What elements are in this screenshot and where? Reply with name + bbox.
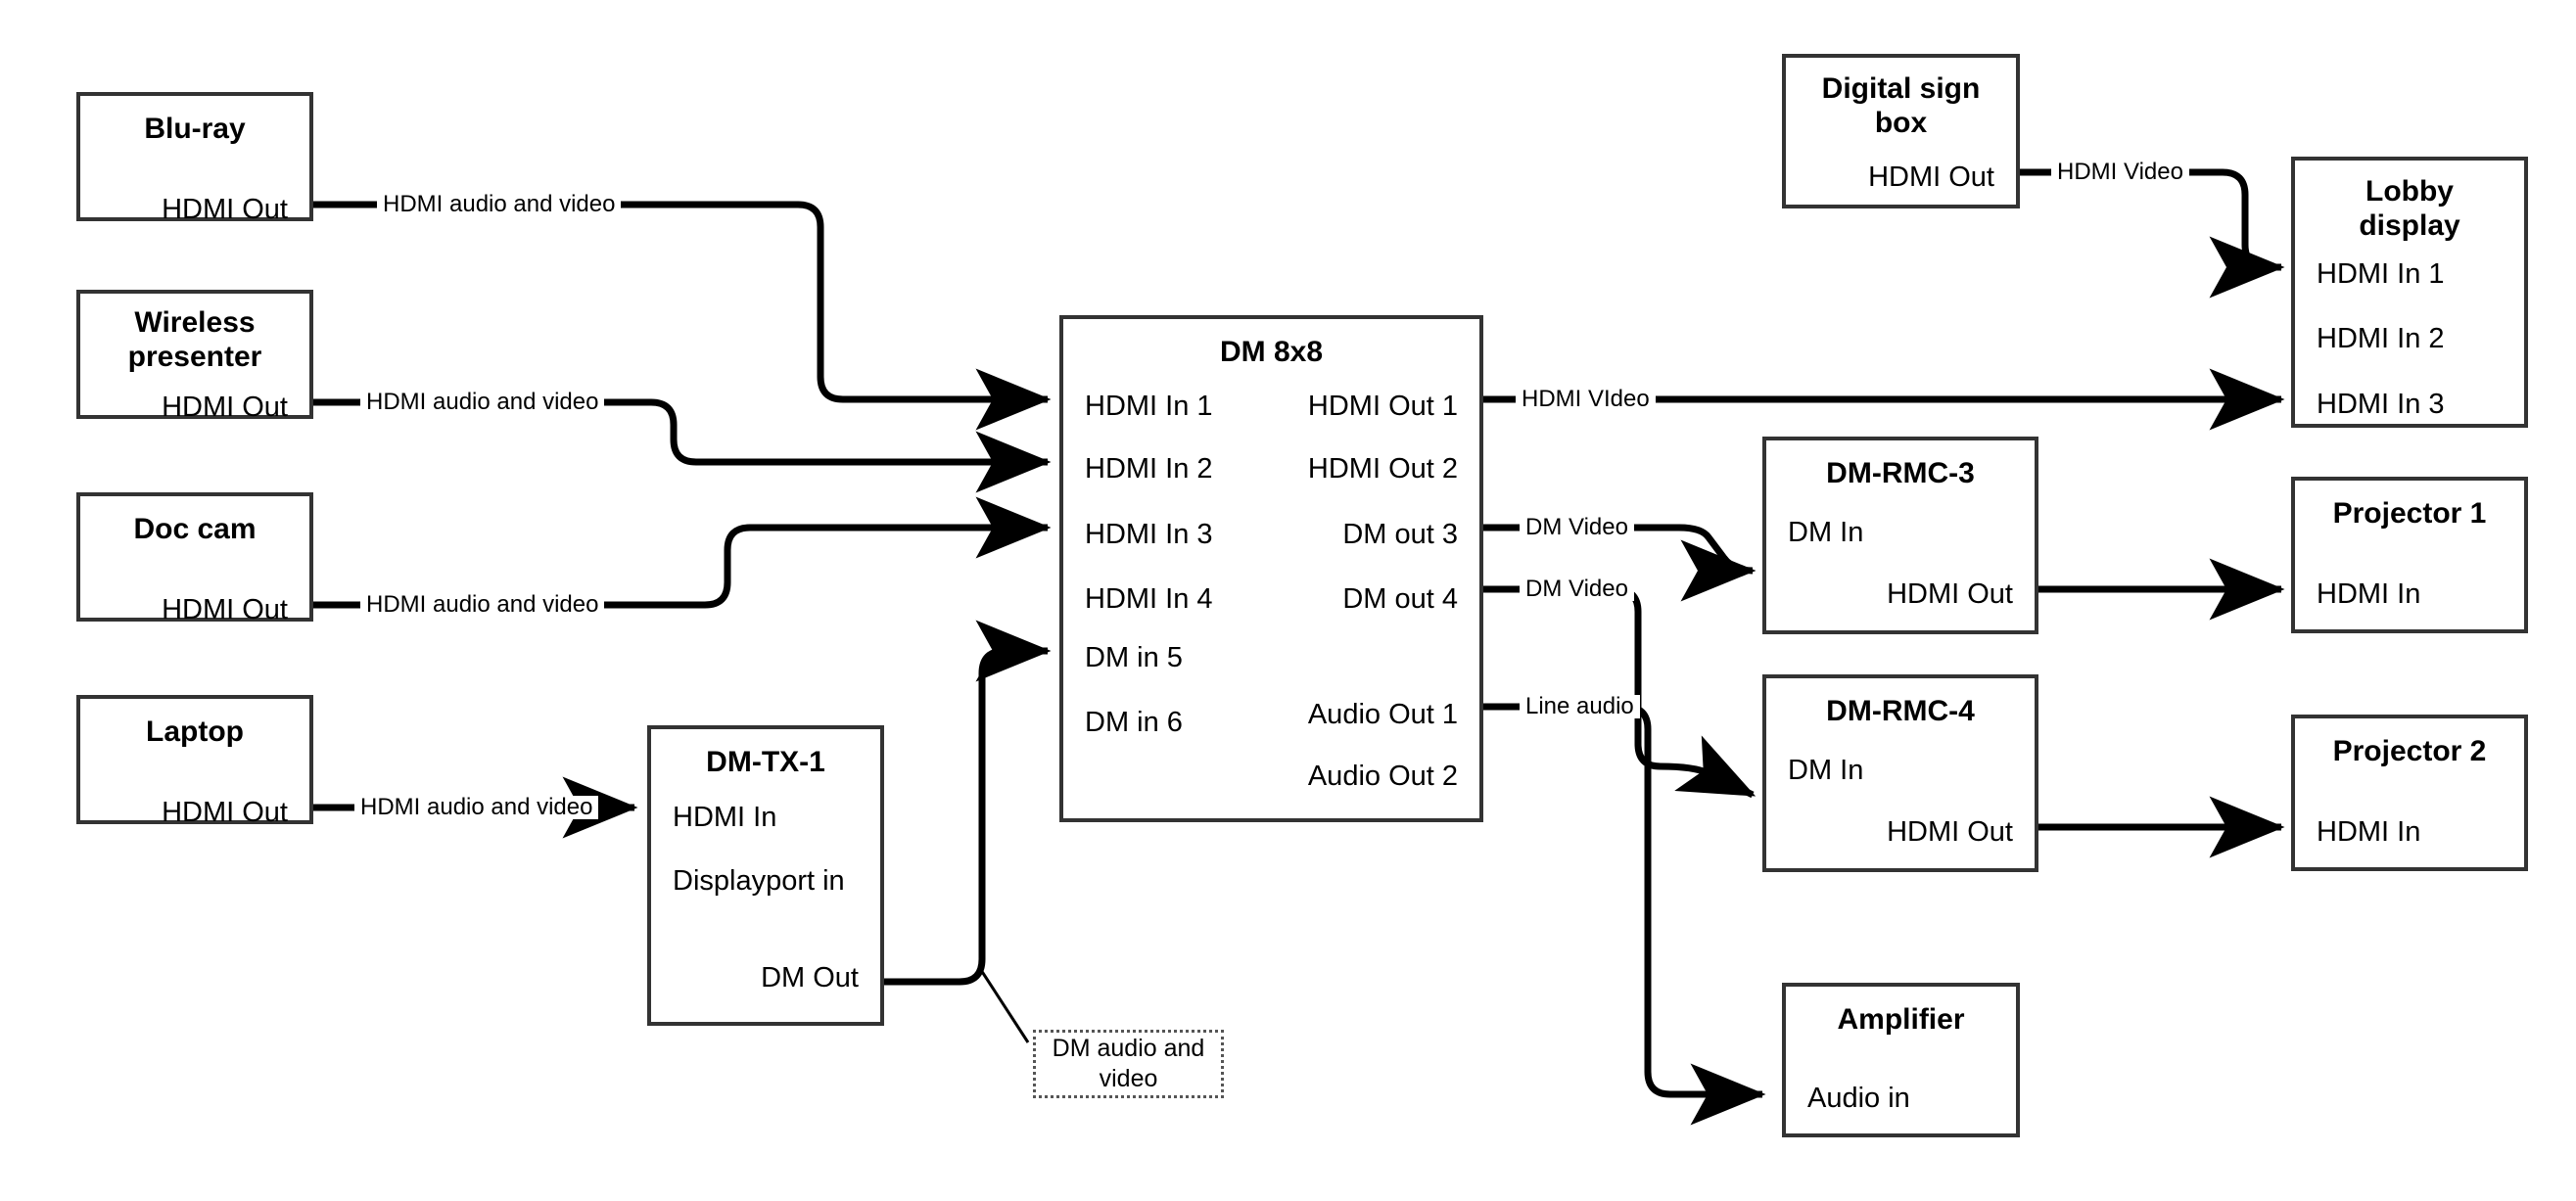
- edge-label-dm-out-4-to-rmc4: DM Video: [1520, 577, 1634, 601]
- node-digital-sign-box-port-hdmi-out: HDMI Out: [1868, 162, 1994, 193]
- node-dm-8x8-title: DM 8x8: [1219, 336, 1324, 368]
- node-dm-8x8-output-audio-out-2: Audio Out 2: [1307, 761, 1458, 792]
- node-lobby-display[interactable]: Lobby display HDMI In 1 HDMI In 2 HDMI I…: [2291, 157, 2528, 428]
- node-dm-rmc-4-title: DM-RMC-4: [1826, 695, 1975, 727]
- node-wireless-presenter-title: Wireless presenter: [127, 306, 262, 374]
- edge-label-wireless-to-hdmi-in-2: HDMI audio and video: [360, 391, 605, 414]
- node-bluray-port-hdmi-out: HDMI Out: [162, 194, 288, 225]
- node-projector-1[interactable]: Projector 1 HDMI In: [2291, 477, 2528, 633]
- node-laptop[interactable]: Laptop HDMI Out: [76, 695, 313, 828]
- wire-audio-out-1-to-amplifier: [1483, 703, 1766, 1126]
- node-dm-rmc-4-port-dm-in: DM In: [1788, 755, 1864, 786]
- node-dm-8x8-output-dm-out-3: DM out 3: [1342, 519, 1458, 550]
- node-lobby-display-port-hdmi-in-2: HDMI In 2: [2317, 323, 2445, 354]
- node-dm-8x8-input-dm-in-5: DM in 5: [1085, 642, 1183, 673]
- node-dm-8x8-output-hdmi-out-2: HDMI Out 2: [1307, 453, 1458, 485]
- node-doc-cam-title: Doc cam: [133, 513, 257, 545]
- node-dm-tx-1-port-hdmi-in: HDMI In: [673, 802, 777, 833]
- node-doc-cam[interactable]: Doc cam HDMI Out: [76, 492, 313, 625]
- node-dm-rmc-4-port-hdmi-out: HDMI Out: [1887, 816, 2013, 848]
- node-dm-tx-1[interactable]: DM-TX-1 HDMI In Displayport in DM Out: [647, 725, 884, 1026]
- node-wireless-presenter-port-hdmi-out: HDMI Out: [162, 392, 288, 423]
- node-laptop-port-hdmi-out: HDMI Out: [162, 797, 288, 828]
- edge-label-dm-out-3-to-rmc3: DM Video: [1520, 516, 1634, 539]
- node-lobby-display-port-hdmi-in-1: HDMI In 1: [2317, 258, 2445, 290]
- wire-dmtx1-to-dm-in-5: [884, 620, 1052, 986]
- node-dm-rmc-4[interactable]: DM-RMC-4 DM In HDMI Out: [1762, 674, 2038, 872]
- node-dm-8x8-input-hdmi-in-4: HDMI In 4: [1085, 583, 1213, 615]
- edge-label-laptop-to-dmtx1: HDMI audio and video: [354, 796, 599, 819]
- node-bluray[interactable]: Blu-ray HDMI Out: [76, 92, 313, 225]
- node-doc-cam-port-hdmi-out: HDMI Out: [162, 594, 288, 625]
- node-projector-2-title: Projector 2: [2332, 735, 2487, 767]
- wire-dm-out-4-to-rmc4: [1483, 585, 1756, 799]
- wire-sign-to-lobby-hdmi-in-1: [2020, 168, 2285, 299]
- node-projector-2[interactable]: Projector 2 HDMI In: [2291, 715, 2528, 871]
- node-dm-8x8-output-audio-out-1: Audio Out 1: [1307, 699, 1458, 730]
- node-dm-8x8-input-hdmi-in-1: HDMI In 1: [1085, 391, 1213, 422]
- node-dm-rmc-3-port-hdmi-out: HDMI Out: [1887, 578, 2013, 610]
- edge-label-hdmi-out-1-to-lobby: HDMI VIdeo: [1516, 388, 1656, 411]
- node-wireless-presenter[interactable]: Wireless presenter HDMI Out: [76, 290, 313, 423]
- node-amplifier-title: Amplifier: [1837, 1003, 1965, 1036]
- node-dm-8x8-output-dm-out-4: DM out 4: [1342, 583, 1458, 615]
- node-dm-tx-1-port-displayport-in: Displayport in: [673, 865, 845, 897]
- node-bluray-title: Blu-ray: [144, 113, 246, 145]
- node-dm-tx-1-title: DM-TX-1: [706, 746, 825, 778]
- node-dm-8x8-output-hdmi-out-1: HDMI Out 1: [1307, 391, 1458, 422]
- node-projector-1-port-hdmi-in: HDMI In: [2317, 578, 2421, 610]
- node-amplifier-port-audio-in: Audio in: [1807, 1083, 1910, 1114]
- edge-label-audio-out-1-to-amplifier: Line audio: [1520, 695, 1640, 718]
- node-laptop-title: Laptop: [146, 716, 244, 748]
- edge-label-sign-to-lobby: HDMI Video: [2051, 161, 2189, 184]
- node-amplifier[interactable]: Amplifier Audio in: [1782, 983, 2020, 1137]
- node-dm-rmc-3-title: DM-RMC-3: [1826, 457, 1975, 489]
- node-dm-8x8-input-hdmi-in-3: HDMI In 3: [1085, 519, 1213, 550]
- node-dm-8x8[interactable]: DM 8x8 HDMI In 1 HDMI In 2 HDMI In 3 HDM…: [1059, 315, 1483, 822]
- wire-bluray-to-hdmi-in-1: [313, 201, 1052, 431]
- node-lobby-display-title: Lobby display: [2359, 175, 2460, 243]
- edge-label-doccam-to-hdmi-in-3: HDMI audio and video: [360, 593, 605, 617]
- callout-dm-audio-and-video: DM audio and video: [1033, 1030, 1224, 1098]
- node-digital-sign-box-title: Digital sign box: [1821, 72, 1981, 140]
- node-projector-1-title: Projector 1: [2332, 497, 2487, 530]
- node-dm-rmc-3-port-dm-in: DM In: [1788, 517, 1864, 548]
- callout-leader-line: [977, 966, 1030, 1043]
- node-projector-2-port-hdmi-in: HDMI In: [2317, 816, 2421, 848]
- node-dm-tx-1-port-dm-out: DM Out: [761, 962, 859, 993]
- node-dm-8x8-input-dm-in-6: DM in 6: [1085, 707, 1183, 738]
- node-lobby-display-port-hdmi-in-3: HDMI In 3: [2317, 389, 2445, 420]
- node-dm-8x8-input-hdmi-in-2: HDMI In 2: [1085, 453, 1213, 485]
- node-dm-rmc-3[interactable]: DM-RMC-3 DM In HDMI Out: [1762, 437, 2038, 634]
- node-digital-sign-box[interactable]: Digital sign box HDMI Out: [1782, 54, 2020, 208]
- edge-label-bluray-to-hdmi-in-1: HDMI audio and video: [377, 193, 622, 216]
